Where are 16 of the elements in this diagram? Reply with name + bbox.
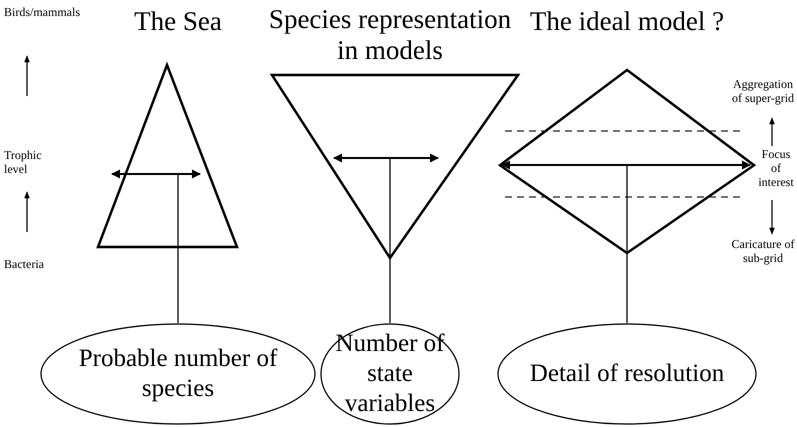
- axis-label: Birds/mammals: [4, 6, 81, 20]
- connector-line: [626, 253, 628, 323]
- axis-label: Trophic level: [4, 149, 43, 177]
- annotation-text: Aggregation of super-grid: [730, 78, 796, 106]
- ellipse-node: Detail of resolution: [497, 323, 757, 425]
- ellipse-node: Probable number of species: [40, 323, 316, 425]
- connector-line: [389, 258, 391, 323]
- triangle-shape: [96, 63, 239, 249]
- column-title: The Sea: [133, 6, 223, 38]
- column-title: Species representation in models: [268, 4, 512, 66]
- ellipse-node: Number of state variables: [320, 323, 460, 425]
- axis-label: Bacteria: [4, 258, 45, 272]
- annotation-text: Focus of interest: [757, 148, 795, 190]
- annotation-text: Caricature of sub-grid: [730, 238, 796, 266]
- connector-line: [177, 247, 179, 323]
- inverted-triangle-shape: [270, 73, 520, 260]
